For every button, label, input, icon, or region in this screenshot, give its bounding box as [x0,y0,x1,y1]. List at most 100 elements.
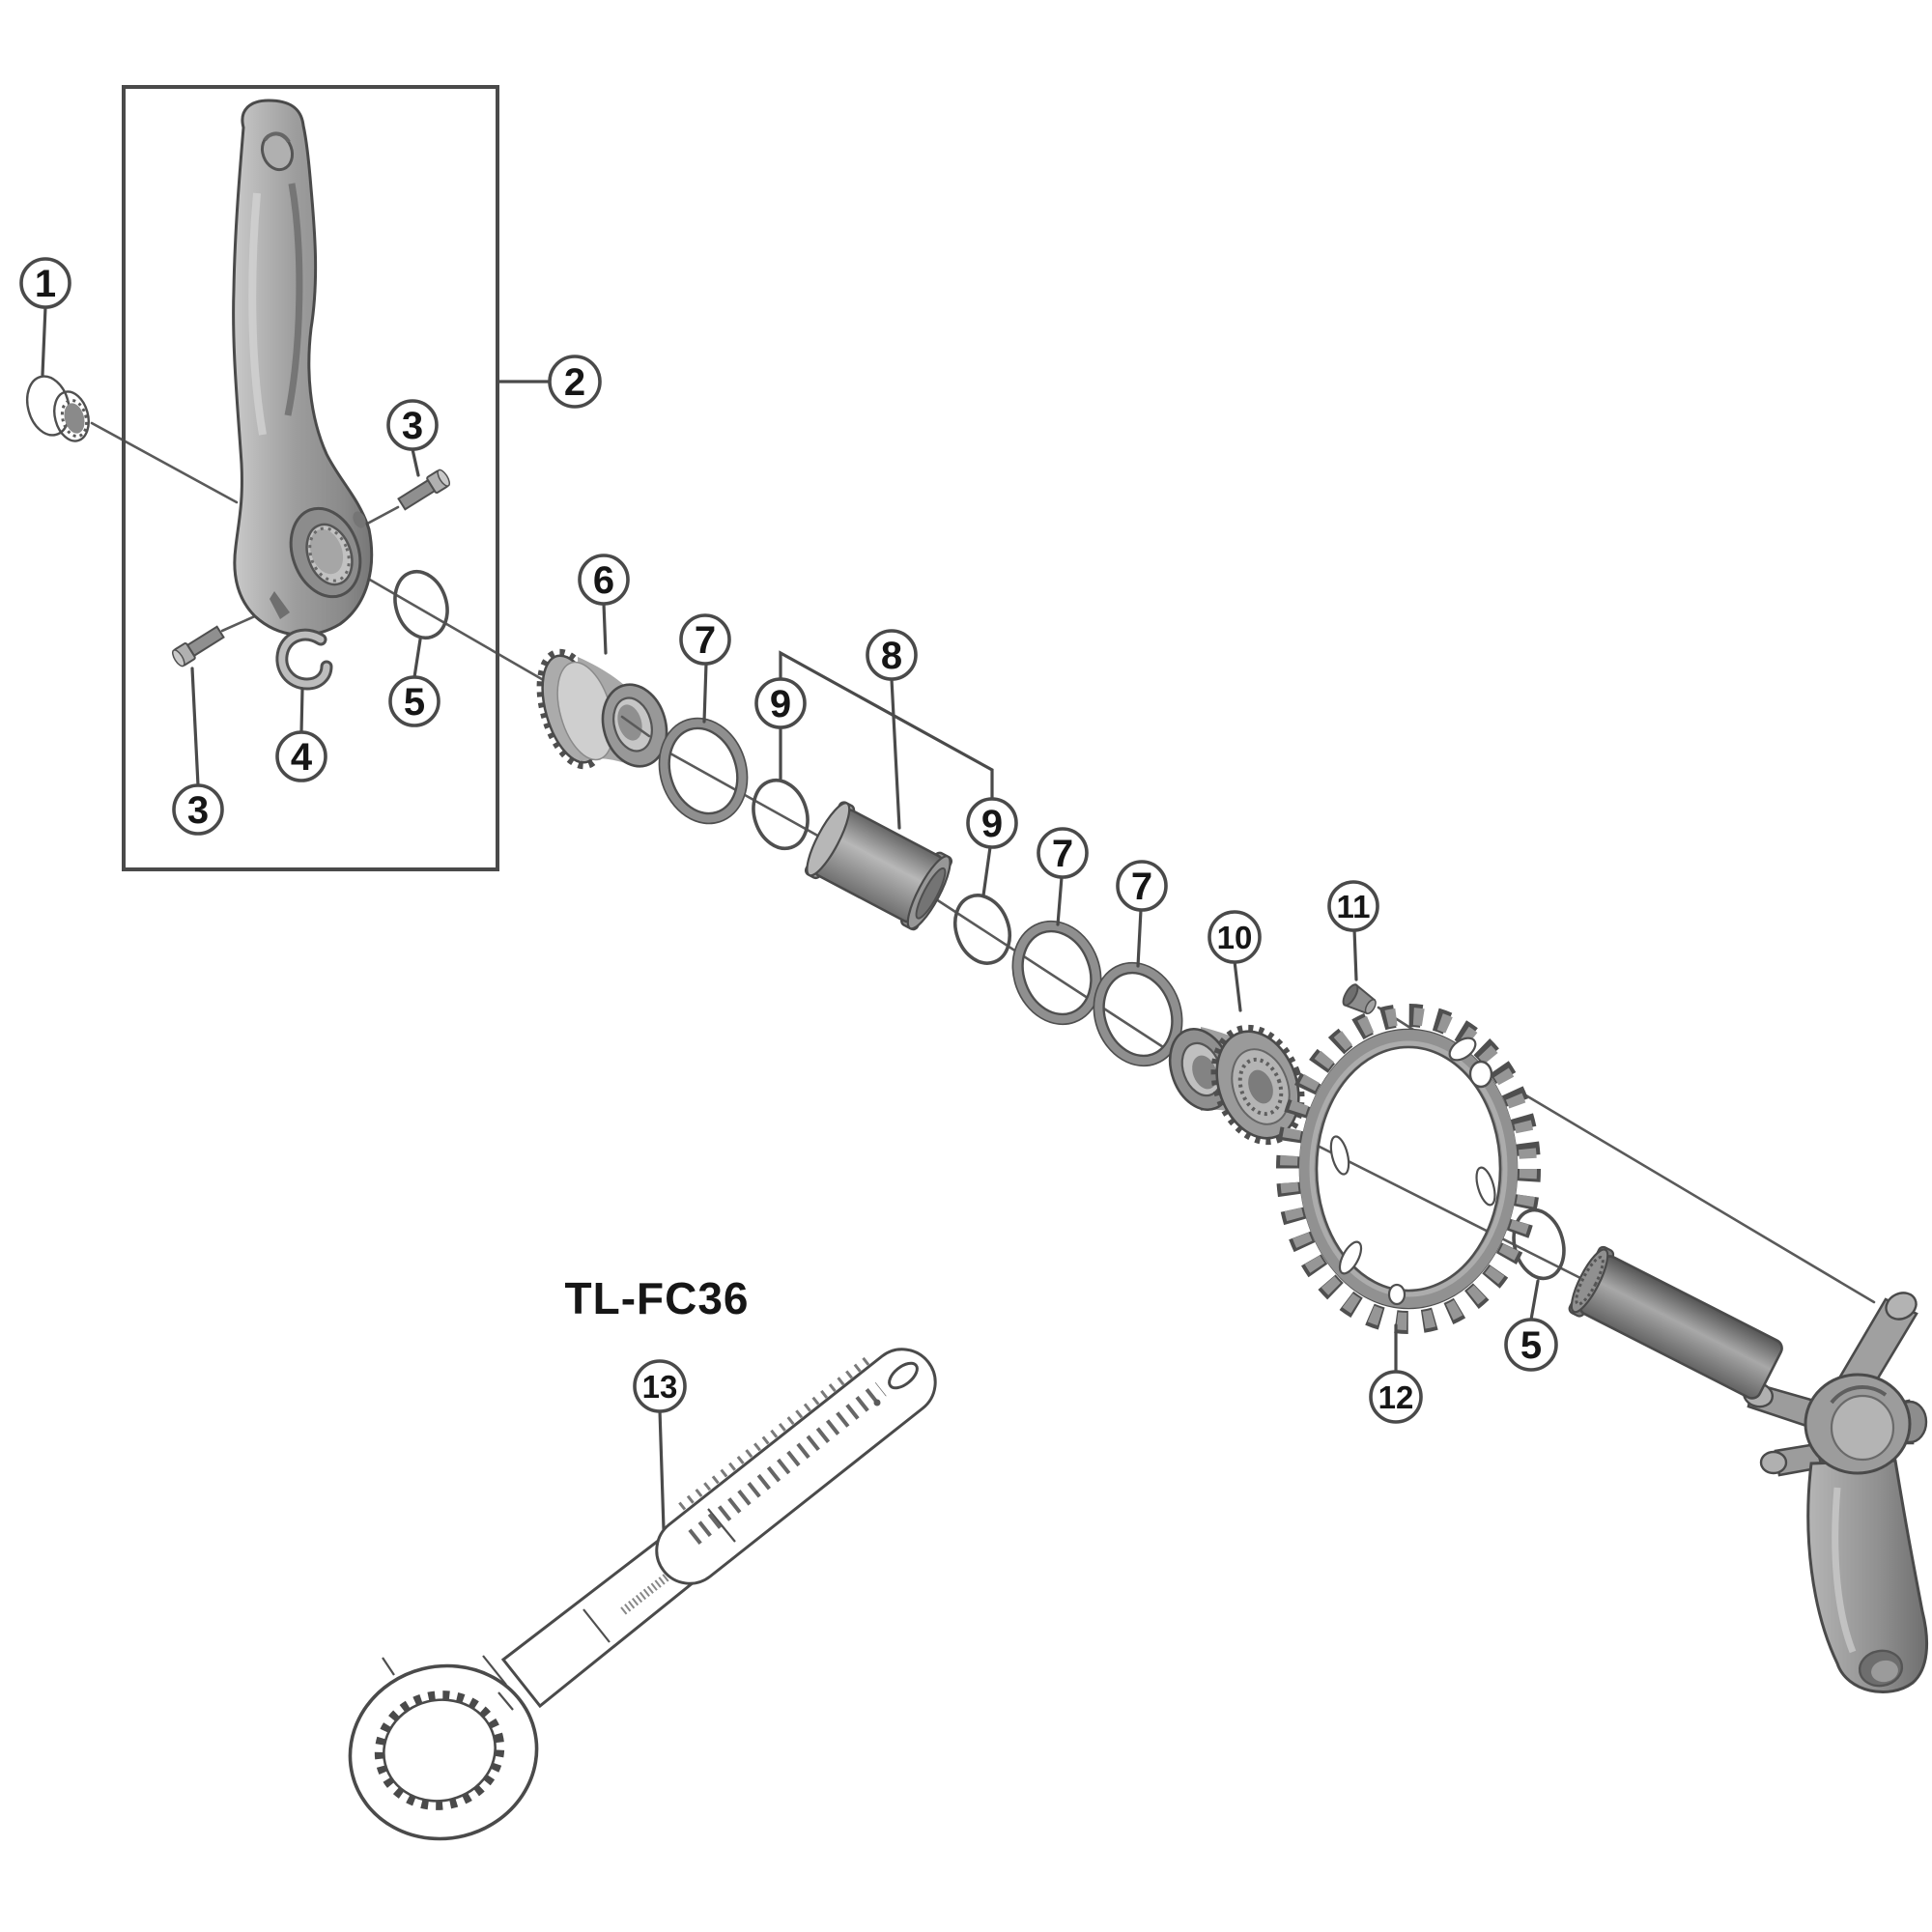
tool-label: TL-FC36 [565,1273,750,1323]
axis-line-cap-to-arm [90,421,239,504]
callout-8: 8 [866,629,918,681]
leader-7a [702,662,708,724]
cup-knurl [1210,1024,1305,1146]
leader-3a [411,447,420,477]
spider-tab-lower-left [1759,1450,1788,1475]
chainring-slot-d [1448,1037,1477,1062]
right-bb-cup [1168,1024,1305,1146]
callout-5b-number: 5 [1520,1324,1542,1367]
callout-8-number: 8 [881,635,902,677]
leader-6 [602,602,608,655]
axis-line-chainring-bolt-b [1522,1093,1876,1304]
ring-inner-edge [668,726,739,815]
callout-3-lower: 3 [172,783,224,836]
axis-line-sleeve-to-cup10 [928,894,1198,1070]
callout-13: 13 [633,1359,687,1413]
callout-7-first: 7 [679,613,731,666]
pedal-hole-shadow [263,131,291,144]
stopper-plate [275,628,333,691]
ring-band [1094,963,1181,1065]
callout-5a-number: 5 [404,681,425,724]
callout-7b-number: 7 [1052,833,1073,875]
leader-5a [412,638,422,679]
chainring-slot-b [1338,1240,1363,1275]
leader-9b [981,845,992,897]
o-ring-left [393,569,449,640]
tool-ring-opening [383,1698,497,1803]
tool-ring-tick-b [497,1691,514,1711]
plate-face [278,631,330,688]
leader-lines [41,305,1540,1531]
tool-ring-spline [374,1690,505,1810]
callout-10-number: 10 [1217,920,1253,955]
callout-7c-number: 7 [1131,866,1152,908]
leader-13 [658,1408,666,1531]
chainring-slot-c [1475,1166,1496,1207]
callout-9b-number: 9 [981,803,1003,845]
bolt-flange [1342,983,1359,1007]
right-crank-arm [1568,1245,1929,1694]
bolt-shaft [397,478,437,511]
crank-arm-body [232,99,374,637]
pinch-bolt-hole [353,511,366,528]
leader-7c [1136,908,1143,968]
crank-fixing-cap [25,375,90,442]
callout-5-right: 5 [1504,1318,1558,1372]
spacer-ring-c [1093,961,1183,1067]
callout-7a-number: 7 [695,619,716,662]
tool-pin-dot [873,1399,881,1406]
leader-4 [299,687,304,734]
ring-inner-edge [1102,971,1174,1058]
ring-inner-edge [1021,929,1093,1016]
tool-ring-tick-a [382,1657,395,1676]
thin-o-ring-b [952,894,1012,965]
frame-box [122,85,499,871]
cap-spline [60,398,89,439]
chainring-band [1299,1030,1518,1308]
spindle-body [1578,1255,1783,1400]
o-ring-right [1512,1208,1566,1281]
callout-1: 1 [19,257,71,309]
callout-3a-number: 3 [402,405,423,447]
callout-4: 4 [275,730,327,782]
callout-5-left: 5 [388,675,440,727]
tool-hang-hole [888,1361,919,1390]
crank-arm-highlight [1832,1487,1857,1654]
leader-10 [1233,959,1242,1012]
cap-socket [64,403,85,434]
callout-7-second: 7 [1037,827,1089,879]
chainring-slot-a [1329,1135,1350,1176]
leader-11 [1352,927,1358,981]
pinch-bolt-upper [397,469,451,511]
ring-band [1013,922,1100,1024]
chainring-band-highlight [1309,1040,1508,1297]
chainring-hole-b [1387,1283,1406,1306]
left-bb-cup [536,648,668,770]
spindle-boss-bore-inner [309,528,344,575]
leader-1 [41,305,47,377]
cup-bore-right [1248,1069,1273,1104]
leader-8 [890,677,901,830]
callout-9-left: 9 [754,677,807,729]
callout-2-number: 2 [564,361,585,404]
spindle-end [1570,1248,1609,1314]
axis-line-boss-to-cup6 [348,566,549,684]
cup-axis-stub [620,715,651,738]
cup-spline [1237,1057,1284,1117]
ring-outer-edge [1011,920,1102,1026]
chainring-mount-hole [1468,1060,1493,1089]
spindle-boss-spline [308,526,351,582]
tool-grip-seam [707,1508,736,1543]
callout-9-right: 9 [966,797,1018,849]
callout-13-number: 13 [642,1369,678,1405]
ring-band [660,719,747,823]
callout-3b-number: 3 [187,789,209,832]
chainring-teeth [1280,1008,1537,1330]
pedal-hole-inner [1871,1660,1898,1683]
spacer-ring-a [658,717,749,825]
callout-2: 2 [548,355,602,409]
spacer-ring-b [1011,920,1102,1026]
chainring-inner-edge [1315,1045,1502,1293]
left-crank-arm [232,99,374,637]
